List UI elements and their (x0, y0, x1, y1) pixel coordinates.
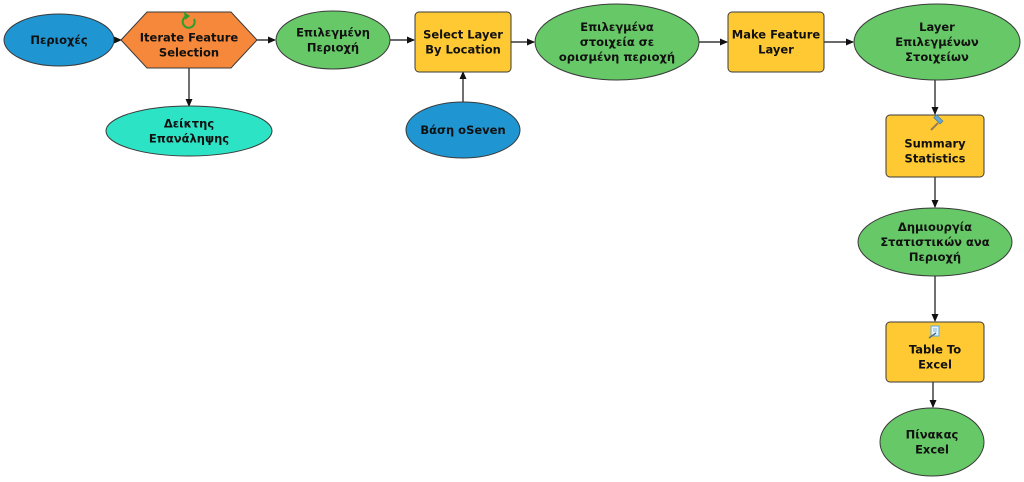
node-label-line: Περιοχές (30, 33, 87, 47)
node-label-line: στοιχεία σε (580, 35, 654, 49)
node-label-line: Στατιστικών ανα (880, 235, 989, 249)
node-label-line: Περιοχή (307, 41, 359, 55)
node-label-line: Επιλεγμένη (296, 26, 370, 40)
node-label-line: Δημιουργία (898, 220, 972, 234)
node-label-line: Επιλεγμένα (580, 20, 654, 34)
node-label-line: Επιλεγμένων (895, 35, 979, 49)
node-label-line: Επανάληψης (149, 132, 229, 146)
data-ellipse (534, 3, 700, 81)
node-label-line: Στοιχείων (905, 50, 969, 64)
data-ellipse (275, 10, 391, 70)
input-ellipse (3, 13, 115, 67)
node-label-line: Select Layer (423, 28, 503, 42)
node-label-line: Βάση oSeven (420, 123, 505, 137)
tool-box (414, 11, 512, 73)
node-label-line: Δείκτης (164, 117, 214, 131)
node-label-line: Excel (915, 443, 949, 457)
tool-box (885, 114, 985, 178)
node-label-line: Iterate Feature (140, 31, 239, 45)
node-label-line: Excel (918, 358, 952, 372)
tool-box (885, 321, 985, 383)
iterator-hexagon (120, 11, 258, 69)
node-label-line: Make Feature (732, 28, 821, 42)
hammer-icon (930, 114, 944, 131)
data-ellipse (857, 207, 1013, 277)
script-icon (928, 325, 940, 339)
node-label-line: By Location (425, 43, 501, 57)
node-label-line: Layer (919, 20, 955, 34)
node-label: Περιοχές (30, 33, 87, 47)
refresh-icon (181, 12, 196, 29)
node-vasiOSeven[interactable]: Βάση oSeven (405, 101, 521, 159)
node-label-line: Πίνακας (906, 428, 959, 442)
node-periochesInput[interactable]: Περιοχές (3, 13, 115, 67)
input-ellipse (405, 101, 521, 159)
node-label-line: Layer (758, 43, 794, 57)
node-label-line: Summary (904, 137, 966, 151)
node-label-line: Περιοχή (909, 250, 961, 264)
node-label-line: Statistics (905, 152, 966, 166)
node-label: Βάση oSeven (420, 123, 505, 137)
value-ellipse (105, 105, 273, 157)
node-label-line: Table To (909, 343, 961, 357)
data-ellipse (853, 3, 1021, 81)
node-label-line: ορισμένη περιοχή (559, 50, 675, 64)
data-ellipse (879, 407, 985, 477)
tool-box (727, 11, 825, 73)
node-label-line: Selection (159, 46, 219, 60)
